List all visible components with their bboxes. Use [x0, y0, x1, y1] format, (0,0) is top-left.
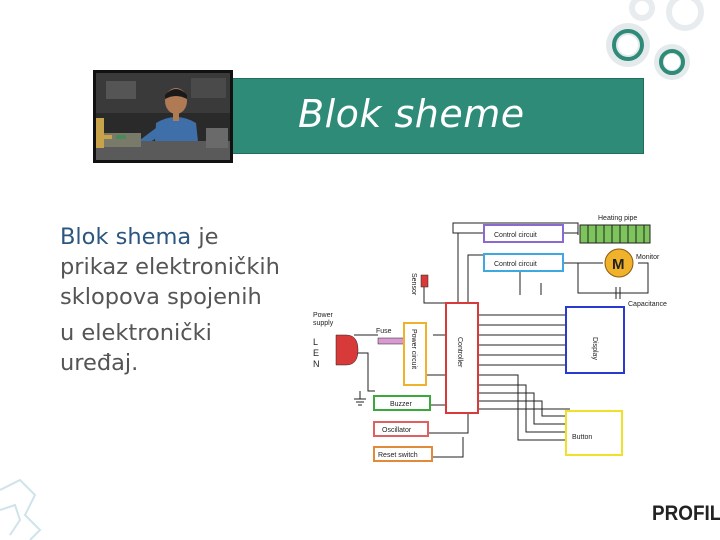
motor-label: M	[612, 256, 625, 273]
profil-logo: PROFIL	[652, 502, 720, 525]
power-supply-label-2: supply	[313, 320, 334, 327]
controller-label: Controller	[456, 337, 463, 368]
gears-decoration-icon	[606, 0, 704, 80]
body-line-2: prikaz elektroničkih	[60, 254, 280, 280]
monitor-label: Monitor	[636, 254, 660, 261]
display-label: Display	[591, 337, 598, 360]
heating-pipe-label: Heating pipe	[598, 215, 637, 222]
body-text: Blok shema je prikaz elektroničkih sklop…	[60, 222, 330, 378]
oscillator-label: Oscillator	[382, 427, 412, 434]
body-line-1: Blok shema je	[60, 222, 330, 252]
title-bar	[232, 78, 644, 154]
fuse-label: Fuse	[376, 328, 392, 335]
control-circuit-1-label: Control circuit	[494, 232, 537, 239]
power-circuit-label: Power circuit	[410, 329, 417, 369]
power-supply-label-1: Power	[313, 312, 334, 319]
buzzer-label: Buzzer	[390, 401, 412, 408]
body-line-4: u elektronički	[60, 320, 212, 346]
button-label: Button	[572, 434, 592, 441]
capacitance-label: Capacitance	[628, 301, 667, 308]
power-e-label: E	[313, 348, 319, 358]
power-l-label: L	[313, 337, 318, 347]
slide-title: Blok sheme	[298, 92, 525, 136]
body-line-1-rest: je	[191, 224, 219, 250]
body-keyword: Blok shema	[60, 224, 192, 250]
technician-image-icon	[96, 73, 230, 160]
body-line-5: uređaj.	[60, 350, 139, 376]
body-line-3: sklopova spojenih	[60, 284, 262, 310]
power-n-label: N	[313, 359, 320, 369]
corner-decoration-icon	[0, 478, 42, 540]
sensor-label: Sensor	[410, 273, 417, 296]
technician-photo	[93, 70, 233, 163]
block-diagram: Heating pipe Control circuit Control cir…	[313, 215, 667, 462]
control-circuit-2-label: Control circuit	[494, 261, 537, 268]
reset-switch-label: Reset switch	[378, 452, 418, 459]
